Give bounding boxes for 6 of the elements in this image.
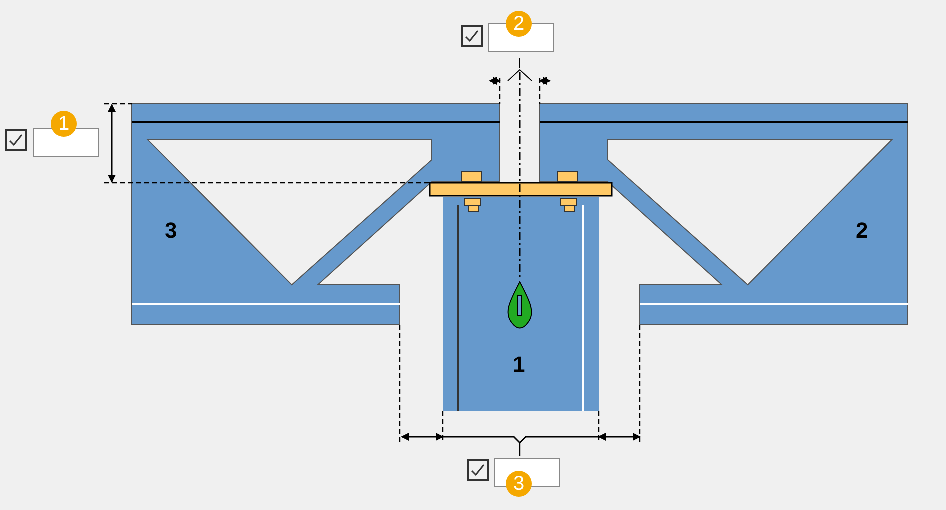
callout-number: 3	[506, 471, 532, 497]
part-number: 1	[513, 353, 526, 377]
callout-number: 1	[51, 111, 77, 137]
part-number: 3	[165, 219, 178, 243]
callout-number: 2	[506, 11, 532, 37]
part-number: 2	[856, 219, 868, 243]
